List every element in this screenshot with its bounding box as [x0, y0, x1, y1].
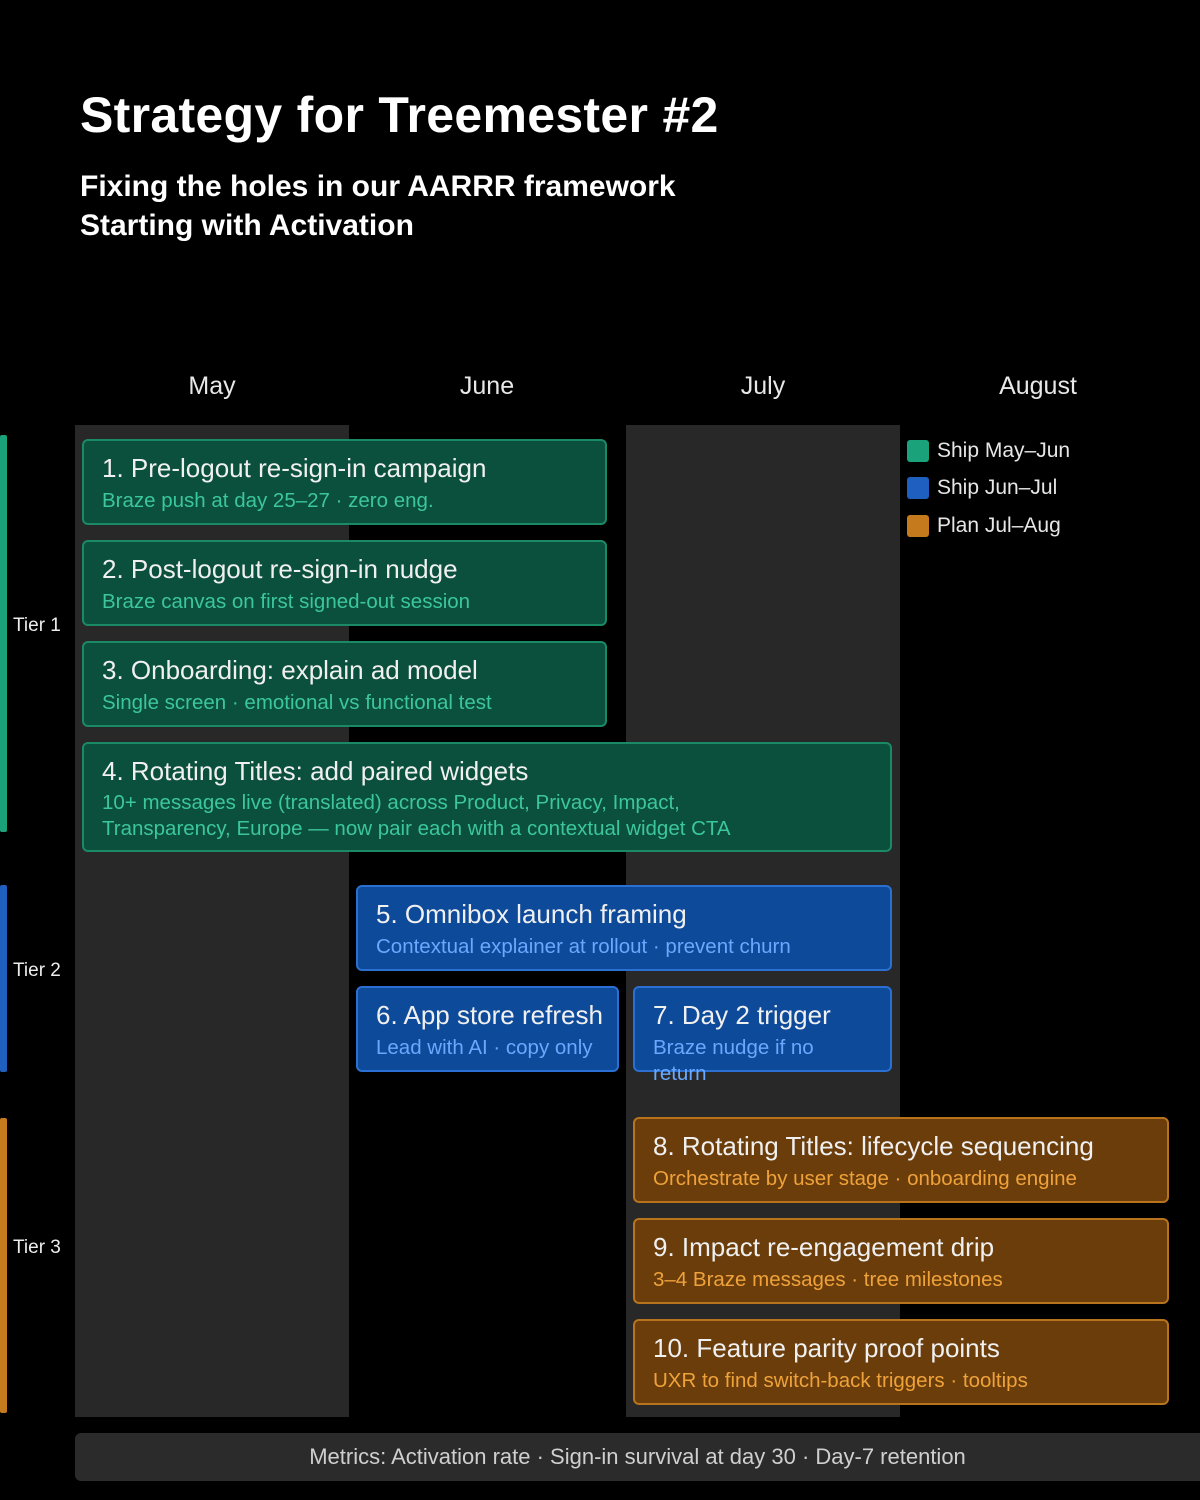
- card-subtitle: UXR to find switch-back triggers · toolt…: [653, 1369, 1028, 1392]
- tier-2-label: Tier 2: [13, 960, 61, 981]
- card-title: 8. Rotating Titles: lifecycle sequencing: [653, 1131, 1094, 1161]
- card-subtitle: Single screen · emotional vs functional …: [102, 691, 492, 714]
- card-subtitle: Contextual explainer at rollout · preven…: [376, 935, 791, 958]
- roadmap-card-6[interactable]: 6. App store refresh Lead with AI · copy…: [356, 986, 619, 1072]
- month-header-august: August: [999, 372, 1077, 400]
- roadmap-card-1[interactable]: 1. Pre-logout re-sign-in campaign Braze …: [82, 439, 607, 525]
- metrics-footer: Metrics: Activation rate · Sign-in survi…: [75, 1433, 1200, 1481]
- tier-1-label: Tier 1: [13, 615, 61, 636]
- roadmap-card-9[interactable]: 9. Impact re-engagement drip 3–4 Braze m…: [633, 1218, 1169, 1304]
- roadmap-card-8[interactable]: 8. Rotating Titles: lifecycle sequencing…: [633, 1117, 1169, 1203]
- tier-1-bar: [0, 435, 7, 832]
- card-title: 10. Feature parity proof points: [653, 1333, 1000, 1363]
- card-subtitle: 10+ messages live (translated) across Pr…: [102, 791, 731, 840]
- month-header-july: July: [740, 372, 786, 400]
- month-header-june: June: [459, 372, 515, 400]
- legend-swatch-blue: [907, 477, 929, 499]
- tier-3-bar: [0, 1118, 7, 1413]
- roadmap-card-2[interactable]: 2. Post-logout re-sign-in nudge Braze ca…: [82, 540, 607, 626]
- legend-label: Ship Jun–Jul: [937, 476, 1058, 499]
- page-subtitle-line2: Starting with Activation: [80, 209, 414, 242]
- card-title: 6. App store refresh: [376, 1000, 603, 1030]
- tier-2-bar: [0, 885, 7, 1072]
- page-subtitle-line1: Fixing the holes in our AARRR framework: [80, 170, 676, 203]
- roadmap-card-4[interactable]: 4. Rotating Titles: add paired widgets 1…: [82, 742, 892, 852]
- card-title: 7. Day 2 trigger: [653, 1000, 831, 1030]
- roadmap-card-7[interactable]: 7. Day 2 trigger Braze nudge if no retur…: [633, 986, 892, 1085]
- legend-label: Plan Jul–Aug: [937, 514, 1061, 537]
- roadmap-card-3[interactable]: 3. Onboarding: explain ad model Single s…: [82, 641, 607, 727]
- roadmap-card-5[interactable]: 5. Omnibox launch framing Contextual exp…: [356, 885, 892, 971]
- card-title: 9. Impact re-engagement drip: [653, 1232, 995, 1262]
- month-header-may: May: [188, 372, 236, 400]
- card-title: 5. Omnibox launch framing: [376, 899, 687, 929]
- roadmap-card-10[interactable]: 10. Feature parity proof points UXR to f…: [633, 1319, 1169, 1405]
- card-title: 1. Pre-logout re-sign-in campaign: [102, 453, 487, 483]
- card-title: 2. Post-logout re-sign-in nudge: [102, 554, 458, 584]
- tier-3-label: Tier 3: [13, 1237, 61, 1258]
- page-title: Strategy for Treemester #2: [80, 87, 719, 143]
- card-title: 4. Rotating Titles: add paired widgets: [102, 756, 529, 786]
- legend-label: Ship May–Jun: [937, 439, 1071, 462]
- card-title: 3. Onboarding: explain ad model: [102, 655, 478, 685]
- card-subtitle: Braze canvas on first signed-out session: [102, 590, 471, 613]
- card-subtitle: Braze push at day 25–27 · zero eng.: [102, 489, 434, 512]
- card-subtitle: Lead with AI · copy only: [376, 1036, 593, 1059]
- card-subtitle: 3–4 Braze messages · tree milestones: [653, 1268, 1003, 1291]
- legend-swatch-green: [907, 440, 929, 462]
- legend-swatch-orange: [907, 515, 929, 537]
- card-subtitle: Braze nudge if no return: [653, 1036, 814, 1085]
- card-subtitle: Orchestrate by user stage · onboarding e…: [653, 1167, 1077, 1190]
